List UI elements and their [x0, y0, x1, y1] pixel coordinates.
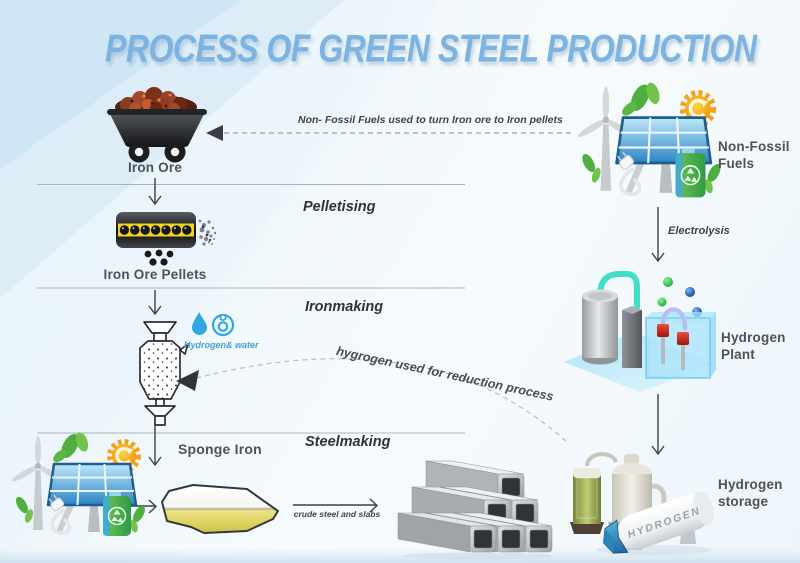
- stage-steelmaking-label: Steelmaking: [305, 434, 391, 450]
- teal-pipe: [597, 271, 640, 311]
- reduction-annotation: hygrogen used for reduction process: [335, 344, 555, 404]
- hydrogen-water-icons: [192, 312, 235, 337]
- background-decoration: [0, 549, 800, 563]
- green-energy-illustration: [578, 80, 728, 204]
- iron-ore-pellets-label: Iron Ore Pellets: [103, 267, 207, 282]
- hydrogen-plant-illustration: [564, 271, 716, 392]
- non-fossil-fuels-label: Non-Fossil Fuels: [718, 139, 790, 171]
- cart-body: [109, 112, 205, 147]
- hydrogen-water-label: Hydrogen& water: [184, 340, 259, 350]
- blue-cap-icon: [603, 519, 629, 554]
- water-drop-icon: [192, 312, 207, 335]
- hydrogen-storage-label: Hydrogen storage: [718, 477, 783, 509]
- iron-ore-label: Iron Ore: [127, 160, 183, 175]
- water-tank-cylinder: [582, 289, 618, 365]
- steel-tubes-illustration: [397, 460, 553, 560]
- electrolysis-tank: [645, 307, 716, 379]
- pellet-feed-annotation: Non- Fossil Fuels used to turn Iron ore …: [298, 114, 563, 126]
- stage-pelletising-label: Pelletising: [303, 199, 376, 215]
- iron-ore-pellets-illustration: [144, 249, 174, 266]
- reduction-furnace-illustration: [139, 321, 189, 426]
- pelletising-machine-illustration: [116, 212, 216, 248]
- crude-steel-annotation: crude steel and slabs: [293, 509, 381, 519]
- electrodes: [657, 324, 689, 370]
- pellet-spray: [198, 219, 216, 246]
- hydrogen-storage-illustration: HYDROGEN: [570, 452, 714, 555]
- green-energy-illustration: [12, 430, 152, 542]
- stage-ironmaking-label: Ironmaking: [305, 299, 384, 315]
- electrolysis-label: Electrolysis: [668, 225, 730, 237]
- green-tank: [570, 468, 604, 534]
- crude-steel-slab-illustration: [161, 484, 279, 534]
- hydrogen-plant-label: Hydrogen Plant: [721, 330, 786, 362]
- cart-wheels: [128, 141, 186, 163]
- steam-valve-icon: [211, 313, 235, 337]
- pipe: [585, 452, 618, 467]
- sponge-iron-label: Sponge Iron: [178, 441, 262, 457]
- electrolyser-pillar: [622, 306, 642, 368]
- page-title: PROCESS OF GREEN STEEL PRODUCTION: [105, 26, 757, 70]
- iron-ore-cart-illustration: [107, 87, 207, 163]
